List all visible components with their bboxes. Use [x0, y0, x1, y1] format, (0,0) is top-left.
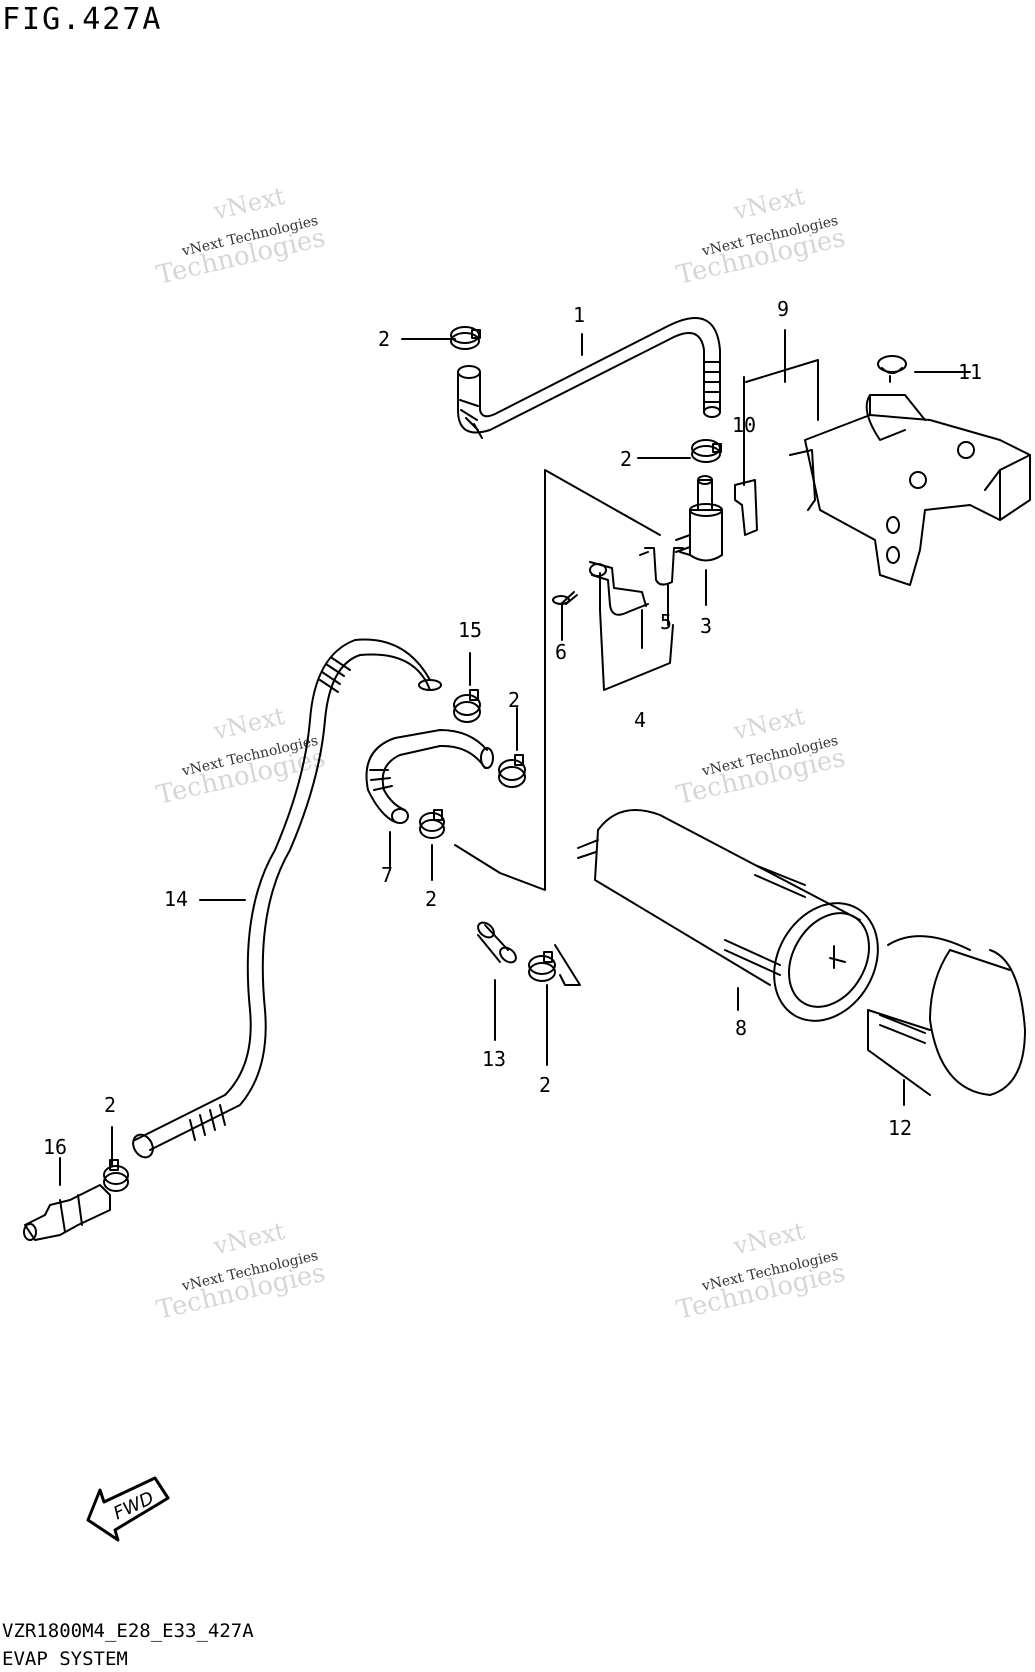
watermark-line1: vNext [730, 702, 808, 746]
hose-part-14-15 [132, 638, 442, 1159]
callout-2a: 2 [378, 327, 390, 351]
callout-3: 3 [700, 614, 712, 638]
clip-part-2-top [450, 326, 481, 350]
callout-2d: 2 [425, 887, 437, 911]
callout-9: 9 [777, 297, 789, 321]
callout-4: 4 [634, 708, 646, 732]
clip-part-2-hose7a [498, 754, 526, 788]
screw-part-11 [877, 355, 907, 383]
clip-part-2-hose7b [419, 809, 445, 839]
callout-13: 13 [482, 1047, 506, 1071]
callout-8: 8 [735, 1016, 747, 1040]
callout-2c: 2 [508, 688, 520, 712]
cover-part-12 [867, 935, 1026, 1096]
callout-12: 12 [888, 1116, 912, 1140]
valve-part-3 [675, 475, 723, 562]
clip-part-10 [734, 449, 816, 536]
callout-15: 15 [458, 618, 482, 642]
callout-labels: 1 2 2 2 2 2 2 2 3 4 5 6 7 8 9 10 11 12 1… [43, 297, 982, 1524]
callout-11: 11 [958, 360, 982, 384]
clip-part-2-hose15 [453, 689, 481, 723]
callout-7: 7 [381, 863, 393, 887]
watermark-mid-left: vNext vNext Technologies Technologies [154, 702, 328, 811]
callout-14: 14 [164, 887, 188, 911]
watermark-group: vNext vNext Technologies Technologies vN… [154, 182, 848, 1326]
watermark-line1: vNext [730, 182, 808, 226]
callout-6: 6 [555, 640, 567, 664]
system-title: EVAP SYSTEM [2, 1648, 128, 1670]
figure-title: FIG.427A [2, 2, 163, 37]
frame-bracket-part-9 [804, 394, 1031, 586]
model-code: VZR1800M4_E28_E33_427A [2, 1620, 254, 1642]
watermark-bottom-right: vNext vNext Technologies Technologies [674, 1217, 848, 1326]
watermark-top-left: vNext vNext Technologies Technologies [154, 182, 328, 291]
screw-part-6 [552, 591, 578, 605]
watermark-mid-right: vNext vNext Technologies Technologies [674, 702, 848, 811]
callout-leaders [59, 329, 971, 1186]
clip-part-5 [639, 547, 691, 586]
callout-2e: 2 [539, 1073, 551, 1097]
clip-part-2-hose13 [528, 951, 556, 982]
leader-lines [454, 359, 819, 986]
hose-part-13 [477, 921, 517, 964]
clip-part-2-hose14 [103, 1159, 129, 1192]
bracket-part-4 [589, 561, 649, 616]
hose-part-1 [457, 317, 721, 439]
callout-2f: 2 [104, 1093, 116, 1117]
clip-part-2-valve [691, 439, 722, 463]
watermark-bottom-left: vNext vNext Technologies Technologies [154, 1217, 328, 1326]
watermark-line1: vNext [210, 702, 288, 746]
callout-2b: 2 [620, 447, 632, 471]
callout-1: 1 [573, 303, 585, 327]
watermark-top-right: vNext vNext Technologies Technologies [674, 182, 848, 291]
callout-16: 16 [43, 1135, 67, 1159]
canister-part-8 [577, 809, 879, 1022]
watermark-line1: vNext [730, 1217, 808, 1261]
watermark-line1: vNext [210, 182, 288, 226]
fwd-arrow-icon [86, 1476, 170, 1542]
watermark-line1: vNext [210, 1217, 288, 1261]
hose-part-7 [365, 729, 494, 824]
fitting-part-16 [23, 1184, 111, 1241]
callout-5: 5 [660, 610, 672, 634]
callout-10: 10 [732, 413, 756, 437]
